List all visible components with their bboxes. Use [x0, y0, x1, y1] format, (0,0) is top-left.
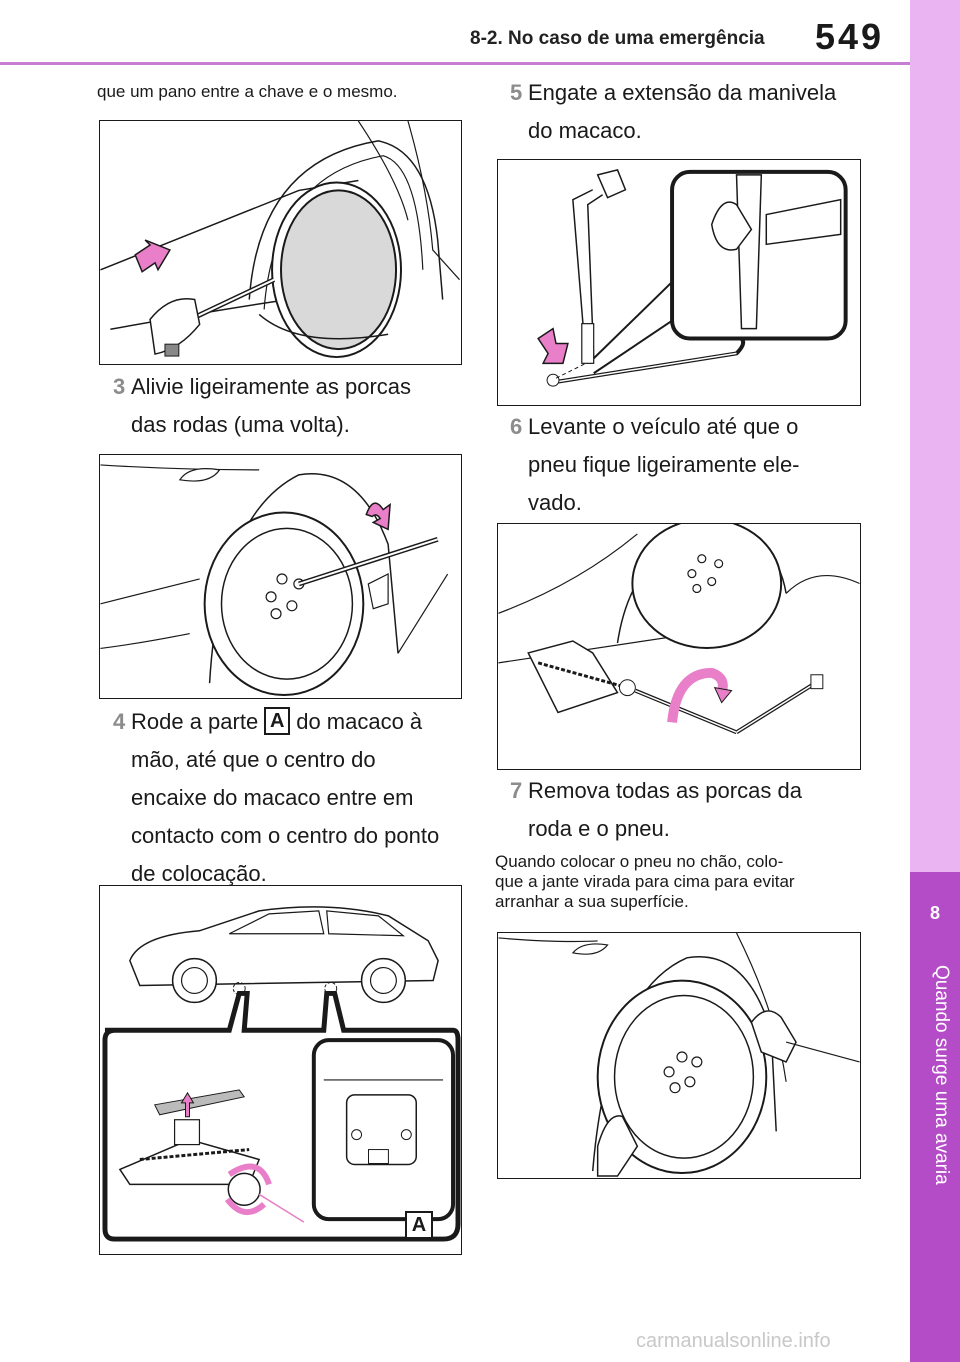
step-4-line-3: encaixe do macaco entre em: [131, 785, 414, 810]
page-number: 549: [815, 16, 885, 57]
chapter-tab-active[interactable]: [910, 872, 960, 1362]
step-5: 5 Engate a extensão da manivela do macac…: [510, 74, 836, 150]
bottom-note-line-3: arranhar a sua superfície.: [495, 892, 689, 911]
step-4-line-1-start: Rode a parte: [131, 709, 259, 734]
bottom-note-line-2: que a jante virada para cima para evitar: [495, 872, 795, 891]
step-6-line-1: Levante o veículo até que o: [528, 414, 799, 439]
figure-raise-vehicle: [497, 523, 861, 770]
watermark: carmanualsonline.info: [636, 1330, 831, 1352]
remove-wheel-illustration: [498, 933, 860, 1177]
figure-handle-extension: [497, 159, 861, 406]
step-5-number: 5: [510, 80, 523, 105]
handle-extension-illustration: [537, 169, 848, 387]
bottom-note-line-1: Quando colocar o pneu no chão, colo-: [495, 852, 784, 871]
step-6-line-3: vado.: [528, 490, 582, 515]
figure-jack-position: [99, 885, 462, 1255]
step-3: 3 Alivie ligeiramente as porcas das roda…: [113, 368, 411, 444]
header-divider: [0, 62, 910, 65]
step-3-line-1: Alivie ligeiramente as porcas: [131, 374, 412, 399]
step-6: 6 Levante o veículo até que o pneu fique…: [510, 408, 800, 522]
figure-loosen-nuts: [99, 454, 462, 699]
chapter-title: Quando surge uma avaria: [931, 965, 952, 1185]
step-7: 7 Remova todas as porcas da roda e o pne…: [510, 772, 802, 848]
lug-wrench-illustration: [100, 464, 449, 697]
chapter-number: 8: [929, 903, 940, 923]
step-6-number: 6: [510, 414, 523, 439]
step-3-line-2: das rodas (uma volta).: [131, 412, 350, 437]
wheel-cap-illustration: [100, 121, 460, 359]
step-4-number: 4: [113, 709, 126, 734]
step-7-line-2: roda e o pneu.: [528, 816, 670, 841]
step-7-number: 7: [510, 778, 523, 803]
step-4-line-2: mão, até que o centro do: [131, 747, 376, 772]
figure-wheel-cap-removal: [99, 120, 462, 365]
raise-vehicle-illustration: [498, 524, 860, 735]
bottom-note: Quando colocar o pneu no chão, colo- que…: [495, 852, 795, 912]
step-6-line-2: pneu fique ligeiramente ele-: [528, 452, 800, 477]
step-4-line-4: contacto com o centro do ponto: [131, 823, 440, 848]
step-4-line-5: de colocação.: [131, 861, 267, 886]
figure-remove-wheel: [497, 932, 861, 1179]
step-7-line-1: Remova todas as porcas da: [528, 778, 802, 803]
jack-position-illustration: [102, 906, 461, 1242]
part-a-label: A: [264, 707, 291, 735]
step-5-line-1: Engate a extensão da manivela: [528, 80, 837, 105]
step-3-number: 3: [113, 374, 126, 399]
step-5-line-2: do macaco.: [528, 118, 642, 143]
section-title: 8-2. No caso de uma emergência: [470, 28, 765, 49]
part-a-callout: A: [405, 1211, 433, 1239]
step-4-line-1-end: do macaco à: [296, 709, 423, 734]
top-note: que um pano entre a chave e o mesmo.: [97, 82, 398, 101]
